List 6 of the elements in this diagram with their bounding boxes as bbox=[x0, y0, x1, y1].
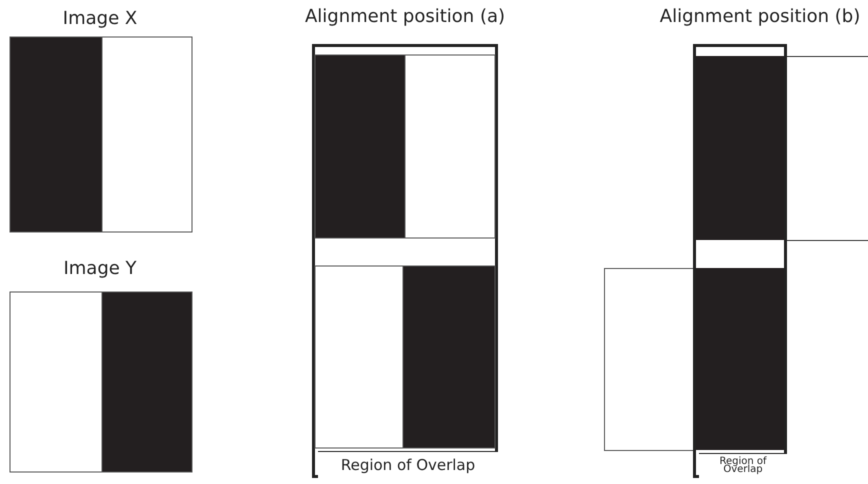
region-label: Region of Overlap bbox=[318, 451, 498, 478]
panel-title: Image Y bbox=[63, 258, 137, 280]
panel-title: Alignment position (a) bbox=[304, 6, 506, 28]
region-label: Region of Overlap bbox=[699, 453, 787, 478]
panel-title: Alignment position (b) bbox=[660, 6, 860, 28]
panel-title: Image X bbox=[62, 8, 138, 30]
